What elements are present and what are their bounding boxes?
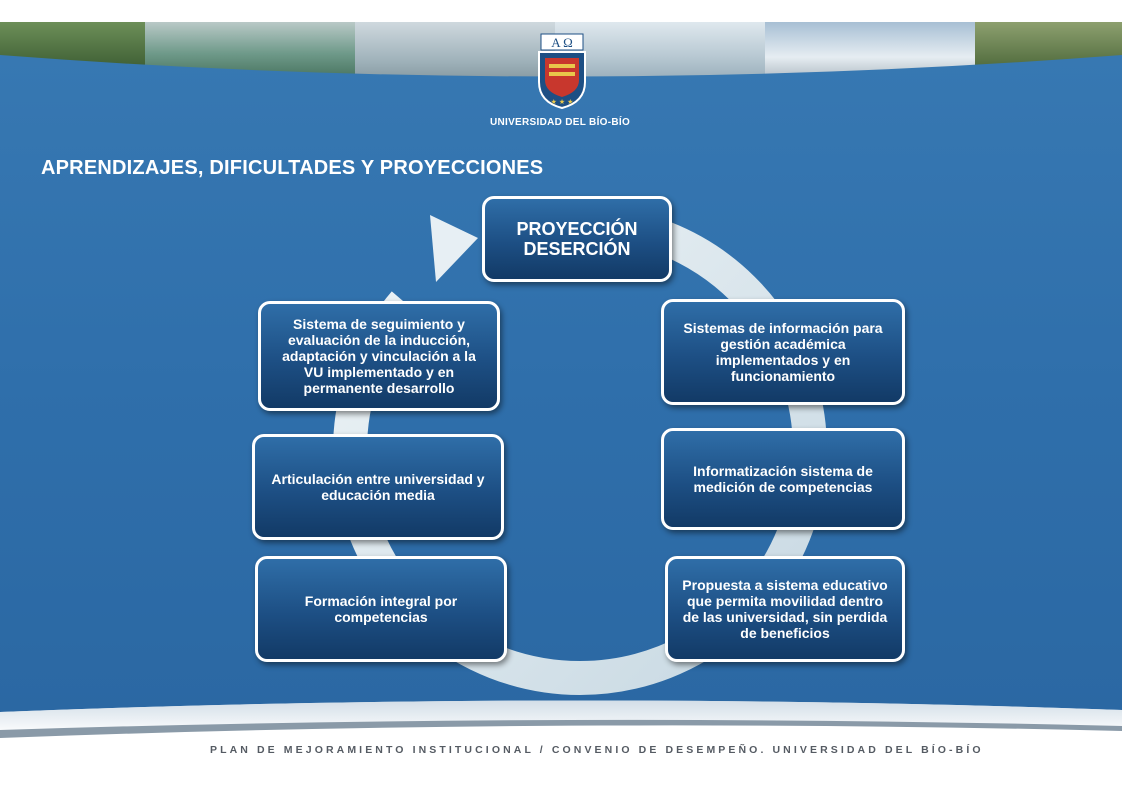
cycle-item-box: Sistemas de información para gestión aca… (661, 299, 905, 405)
university-crest-icon: A Ω ★ ★ ★ (538, 33, 586, 110)
cycle-item-label: Sistemas de información para gestión aca… (683, 320, 883, 384)
cycle-arrow-head-icon (430, 215, 478, 282)
cycle-item-label: Formación integral por competencias (304, 593, 458, 625)
footer-text: PLAN DE MEJORAMIENTO INSTITUCIONAL / CON… (210, 744, 984, 756)
cycle-item-label: Propuesta a sistema educativo que permit… (682, 577, 888, 641)
svg-text:★ ★ ★: ★ ★ ★ (551, 98, 574, 106)
cycle-item-box: Formación integral por competencias (255, 556, 507, 662)
cycle-item-box: Propuesta a sistema educativo que permit… (665, 556, 905, 662)
cycle-item-label: Informatización sistema de medición de c… (693, 463, 873, 495)
cycle-item-box: Sistema de seguimiento y evaluación de l… (258, 301, 500, 411)
cycle-center-label: PROYECCIÓN DESERCIÓN (516, 219, 638, 259)
cycle-center-box: PROYECCIÓN DESERCIÓN (482, 196, 672, 282)
university-name: UNIVERSIDAD DEL BÍO-BÍO (489, 117, 631, 128)
cycle-item-box: Articulación entre universidad y educaci… (252, 434, 504, 540)
slide-title: APRENDIZAJES, DIFICULTADES Y PROYECCIONE… (41, 157, 544, 179)
cycle-item-label: Sistema de seguimiento y evaluación de l… (282, 316, 476, 396)
cycle-item-label: Articulación entre universidad y educaci… (271, 471, 485, 503)
cycle-item-box: Informatización sistema de medición de c… (661, 428, 905, 530)
crest-letters: A Ω (551, 35, 573, 50)
